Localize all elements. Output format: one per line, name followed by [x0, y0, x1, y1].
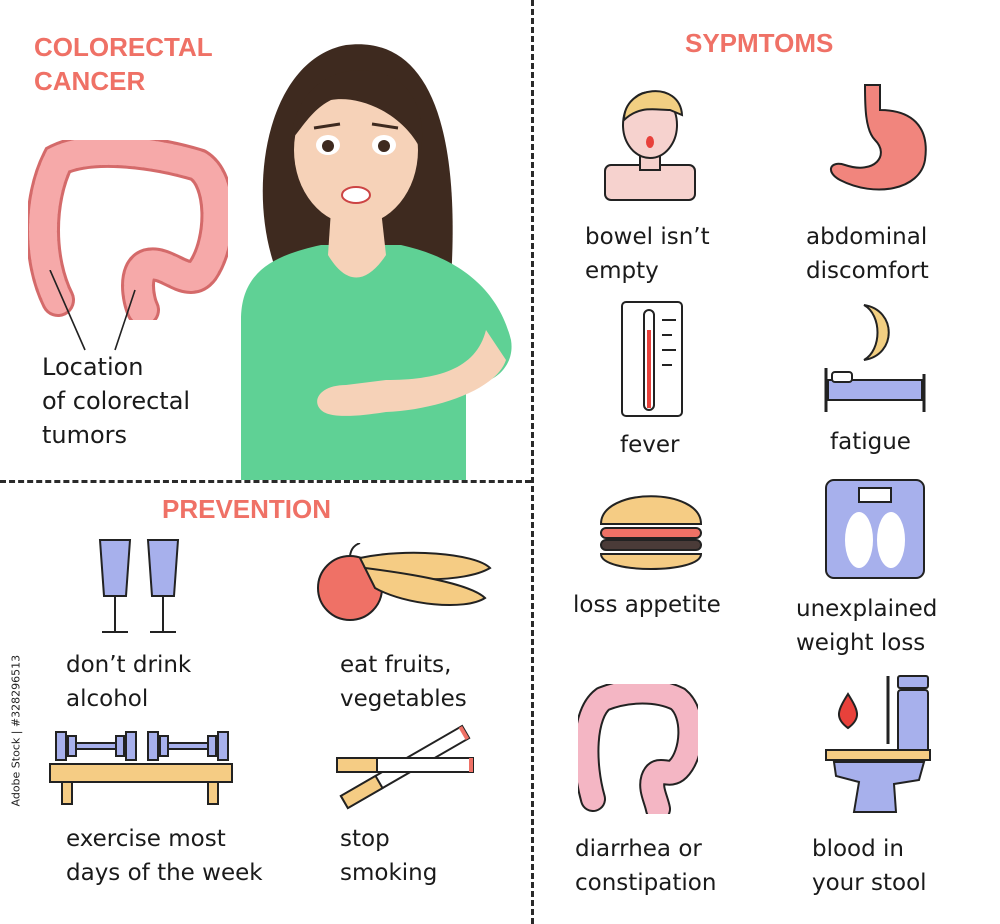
prevention-label-line: don’t drink — [66, 652, 192, 678]
prevention-heading: PREVENTION — [162, 494, 332, 524]
intestine-icon — [578, 684, 698, 814]
tumor-pointer-lines — [40, 270, 160, 360]
location-line-3: tumors — [42, 421, 128, 449]
symptom-label-line: weight loss — [796, 630, 926, 656]
thermometer-icon — [620, 300, 685, 420]
symptom-label-blood: blood in your stool — [812, 832, 927, 900]
colon-illustration — [28, 140, 228, 320]
prevention-label-line: alcohol — [66, 686, 149, 712]
symptom-label-line: diarrhea or — [575, 836, 702, 862]
symptoms-heading: SYPMTOMS — [685, 28, 834, 58]
title-line-2: CANCER — [34, 66, 146, 96]
prevention-label-line: exercise most — [66, 826, 226, 852]
vertical-divider — [531, 0, 534, 924]
stomach-icon — [820, 80, 935, 200]
symptom-label-bowel: bowel isn’t empty — [585, 220, 710, 288]
prevention-label-fruits: eat fruits, vegetables — [340, 648, 467, 716]
moon-bed-icon — [822, 300, 927, 420]
prevention-label-line: vegetables — [340, 686, 467, 712]
symptom-label-line: unexplained — [796, 596, 938, 622]
prevention-label-line: stop — [340, 826, 390, 852]
woman-illustration — [236, 40, 516, 480]
title-line-1: COLORECTAL — [34, 32, 213, 62]
symptom-label-line: your stool — [812, 870, 927, 896]
cigarettes-icon — [335, 722, 475, 812]
wine-glasses-icon — [96, 536, 186, 636]
prevention-label-line: days of the week — [66, 860, 263, 886]
symptom-label-diarrhea: diarrhea or constipation — [575, 832, 716, 900]
symptom-label-abdominal: abdominal discomfort — [806, 220, 929, 288]
prevention-label-smoking: stop smoking — [340, 822, 437, 890]
main-title: COLORECTAL CANCER — [34, 30, 213, 98]
dumbbells-icon — [48, 728, 234, 808]
prevention-label-exercise: exercise most days of the week — [66, 822, 263, 890]
symptom-label-line: abdominal — [806, 224, 928, 250]
person-icon — [600, 80, 700, 205]
symptom-label-weight: unexplained weight loss — [796, 592, 937, 660]
location-label: Location of colorectal tumors — [42, 350, 190, 452]
symptom-label-line: blood in — [812, 836, 905, 862]
fruits-icon — [315, 543, 495, 623]
symptom-label-line: empty — [585, 258, 659, 284]
stock-watermark: Adobe Stock | #328296513 — [4, 654, 30, 810]
prevention-label-line: eat fruits, — [340, 652, 452, 678]
horizontal-divider — [0, 480, 531, 483]
prevention-label-line: smoking — [340, 860, 438, 886]
scale-icon — [824, 478, 926, 580]
symptom-label-appetite: loss appetite — [573, 588, 721, 622]
symptom-label-line: fever — [620, 432, 680, 458]
prevention-label-alcohol: don’t drink alcohol — [66, 648, 191, 716]
symptom-label-line: discomfort — [806, 258, 929, 284]
burger-icon — [598, 482, 704, 582]
symptom-label-fever: fever — [620, 428, 679, 462]
toilet-icon — [824, 672, 934, 818]
symptom-label-line: loss appetite — [573, 592, 721, 618]
symptom-label-fatigue: fatigue — [830, 425, 911, 459]
watermark-text: Adobe Stock | #328296513 — [9, 654, 23, 807]
location-line-2: of colorectal — [42, 387, 191, 415]
location-line-1: Location — [42, 353, 144, 381]
symptom-label-line: bowel isn’t — [585, 224, 710, 250]
symptom-label-line: fatigue — [830, 429, 911, 455]
symptom-label-line: constipation — [575, 870, 717, 896]
